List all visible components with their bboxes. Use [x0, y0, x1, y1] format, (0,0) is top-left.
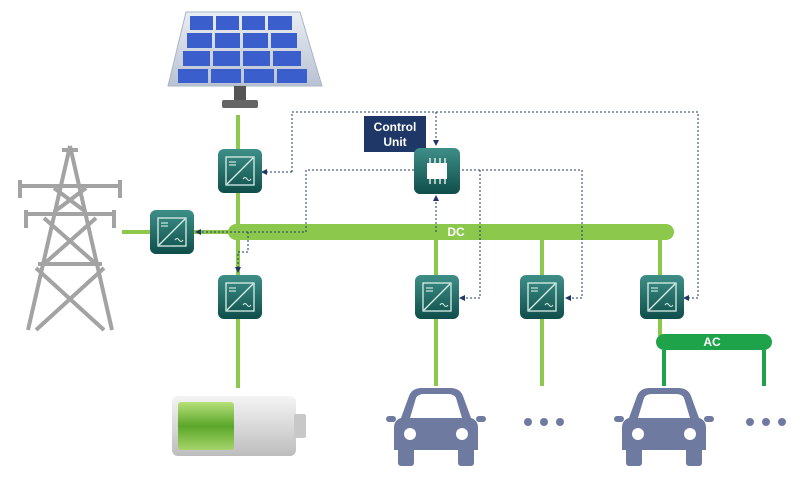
- converter-icon-ac: [639, 274, 685, 320]
- power-lines: [122, 115, 662, 388]
- ac-bus-label: AC: [703, 335, 721, 349]
- car-icon-1: [386, 388, 486, 466]
- signal-line-battery: [235, 232, 249, 273]
- solar-panel-icon: [167, 11, 323, 108]
- converter-icon-solar: [217, 148, 263, 194]
- signal-line-grid: [195, 169, 414, 235]
- battery-icon: [172, 396, 306, 456]
- car-icon-2: [614, 388, 714, 466]
- dc-bus-label: DC: [447, 225, 465, 239]
- converter-icon-car2: [519, 274, 565, 320]
- converter-icon-car1: [414, 274, 460, 320]
- converter-icon-grid: [149, 209, 195, 255]
- signal-line-car2: [462, 169, 583, 301]
- converter-icon-battery: [217, 274, 263, 320]
- dc-bus: DC: [228, 224, 674, 240]
- microchip-icon: [414, 148, 460, 194]
- control-unit-label-line1: Control: [374, 120, 417, 134]
- signal-line-ac: [291, 111, 699, 301]
- control-unit: Control Unit: [364, 116, 460, 194]
- control-signal-lines: [195, 111, 699, 301]
- signal-line-car1: [459, 170, 481, 301]
- power-tower-icon: [18, 145, 122, 332]
- ellipsis-icon-1: [524, 418, 564, 426]
- ac-bus: AC: [656, 334, 772, 386]
- control-unit-label-box: [364, 116, 426, 152]
- control-unit-label-line2: Unit: [383, 135, 406, 149]
- ellipsis-icon-2: [746, 418, 786, 426]
